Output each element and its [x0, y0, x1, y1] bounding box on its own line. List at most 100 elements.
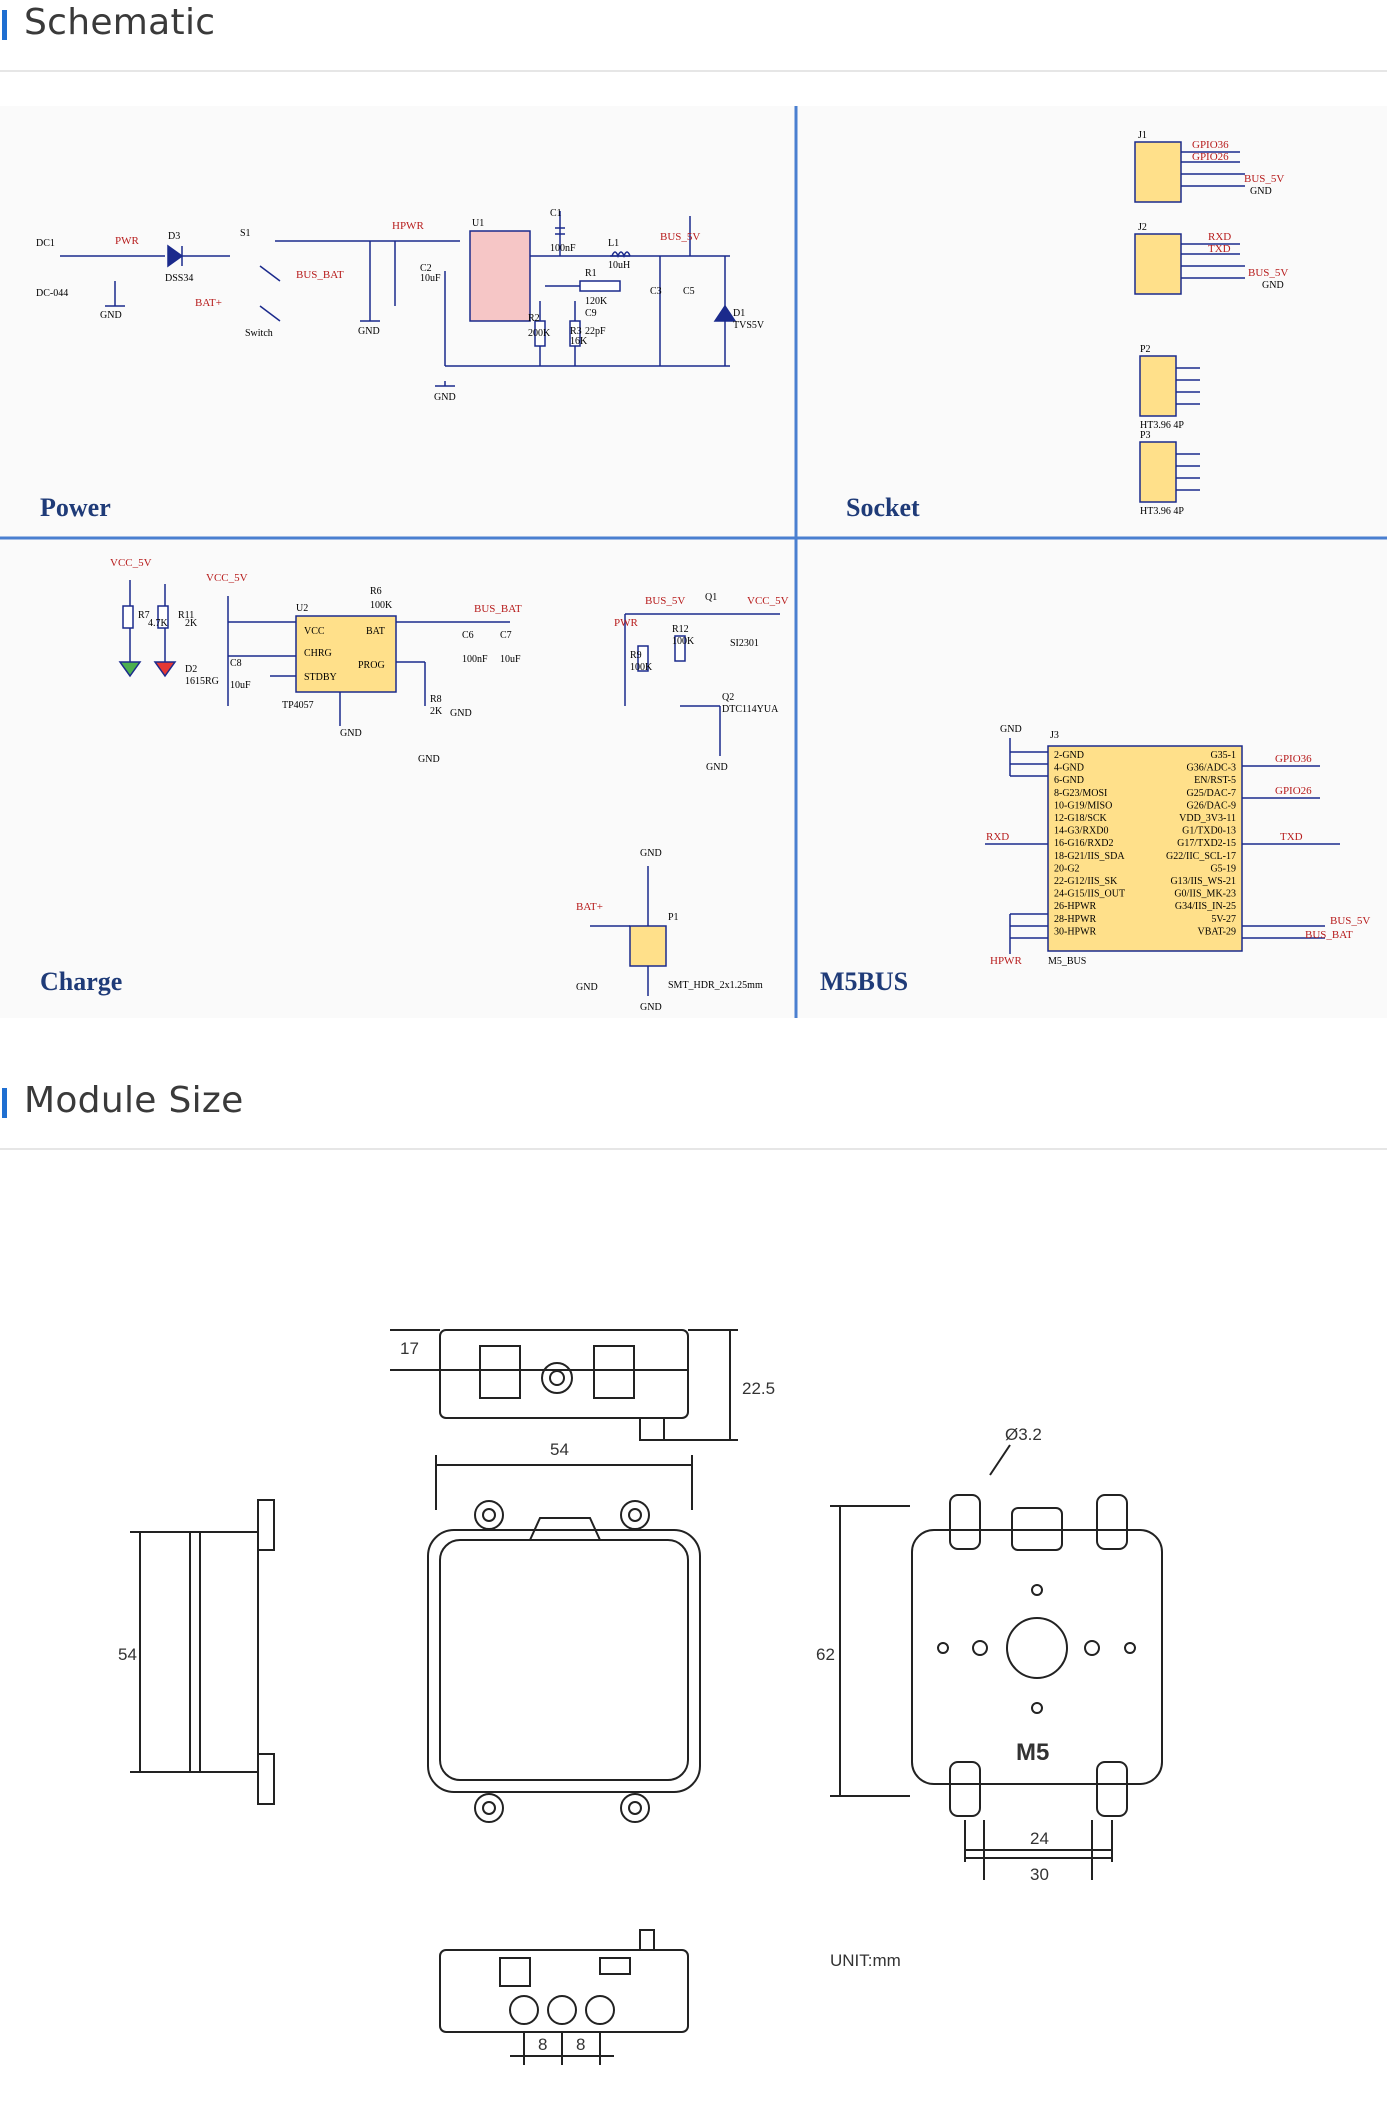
svg-text:100K: 100K — [630, 662, 653, 673]
svg-text:D2: D2 — [185, 664, 197, 675]
dim-hole-dia: Ø3.2 — [1005, 1425, 1042, 1444]
module-size-section-header: Module Size — [0, 1078, 1387, 1150]
m5bus-pin-label: 20-G2 — [1054, 863, 1080, 874]
svg-text:22pF: 22pF — [585, 326, 606, 337]
dim-hole-span-outer: 30 — [1030, 1865, 1049, 1884]
svg-text:SMT_HDR_2x1.25mm: SMT_HDR_2x1.25mm — [668, 980, 763, 991]
svg-text:J2: J2 — [1138, 222, 1147, 233]
svg-text:GND: GND — [1250, 186, 1272, 197]
module-size-drawing: 17 22.5 54 54 62 Ø3.2 24 30 8 8 UNIT:mm … — [118, 1329, 1163, 2065]
m5bus-pin-label: G34/IIS_IN-25 — [1175, 901, 1236, 912]
svg-text:PROG: PROG — [358, 660, 385, 671]
svg-text:VCC_5V: VCC_5V — [110, 557, 152, 569]
svg-text:R12: R12 — [672, 624, 689, 635]
svg-text:R9: R9 — [630, 650, 642, 661]
svg-text:GND: GND — [640, 848, 662, 859]
m5bus-pin-label: G36/ADC-3 — [1187, 763, 1236, 774]
svg-text:SI2301: SI2301 — [730, 638, 759, 649]
dim-bottom-gap-1: 8 — [538, 2035, 547, 2054]
svg-text:Switch: Switch — [245, 328, 273, 339]
svg-text:GND: GND — [434, 392, 456, 403]
charge-labels: VCC_5V VCC_5V R7 4.7K R11 2K D2 1615RG C… — [110, 557, 789, 1013]
svg-text:GND: GND — [418, 754, 440, 765]
m5bus-pin-label: 24-G15/IIS_OUT — [1054, 889, 1125, 900]
power-circuit — [60, 211, 737, 387]
svg-text:U2: U2 — [296, 603, 308, 614]
section-accent-bar — [2, 1088, 7, 1118]
svg-text:BAT: BAT — [366, 626, 385, 637]
svg-text:GPIO36: GPIO36 — [1192, 139, 1229, 151]
svg-text:C5: C5 — [683, 286, 695, 297]
quadrant-label-socket: Socket — [846, 493, 920, 522]
svg-text:1615RG: 1615RG — [185, 676, 219, 687]
m5bus-pin-label: 30-HPWR — [1054, 926, 1097, 937]
dim-hole-span-inner: 24 — [1030, 1829, 1049, 1848]
svg-text:HT3.96 4P: HT3.96 4P — [1140, 420, 1184, 431]
svg-text:C8: C8 — [230, 658, 242, 669]
m5bus-pin-label: 16-G16/RXD2 — [1054, 838, 1113, 849]
svg-text:HT3.96 4P: HT3.96 4P — [1140, 506, 1184, 517]
svg-text:BUS_5V: BUS_5V — [1330, 915, 1370, 927]
svg-text:R8: R8 — [430, 694, 442, 705]
svg-text:GPIO26: GPIO26 — [1275, 785, 1312, 797]
m5bus-pin-label: 10-G19/MISO — [1054, 800, 1112, 811]
svg-text:D1: D1 — [733, 308, 745, 319]
svg-text:R1: R1 — [585, 268, 597, 279]
svg-text:DSS34: DSS34 — [165, 273, 193, 284]
section-divider — [0, 70, 1387, 72]
svg-text:R7: R7 — [138, 610, 150, 621]
m5bus-labels: J3 GND RXD HPWR M5_BUS GPIO36 GPIO26 TXD… — [986, 724, 1370, 967]
svg-text:U1: U1 — [472, 218, 484, 229]
svg-text:GND: GND — [100, 310, 122, 321]
charge-circuit — [118, 580, 780, 996]
m5bus-pin-label: 12-G18/SCK — [1054, 813, 1108, 824]
svg-text:BAT+: BAT+ — [195, 297, 222, 309]
svg-text:DTC114YUA: DTC114YUA — [722, 704, 779, 715]
m5bus-circuit — [985, 738, 1340, 954]
m5bus-pin-label: 8-G23/MOSI — [1054, 788, 1107, 799]
svg-text:R2: R2 — [528, 313, 540, 324]
m5bus-pin-label: 28-HPWR — [1054, 914, 1097, 925]
power-labels: DC1 DC-044 PWR D3 DSS34 S1 Switch BUS_BA… — [36, 208, 765, 403]
dim-back-height: 62 — [816, 1645, 835, 1664]
m5bus-pin-label: 2-GND — [1054, 750, 1084, 761]
svg-text:100nF: 100nF — [462, 654, 488, 665]
svg-text:2K: 2K — [430, 706, 443, 717]
svg-text:10uF: 10uF — [230, 680, 251, 691]
dim-front-width: 54 — [550, 1440, 569, 1459]
section-title: Schematic — [24, 2, 216, 43]
section-title: Module Size — [24, 1080, 244, 1121]
svg-text:STDBY: STDBY — [304, 672, 337, 683]
svg-text:C7: C7 — [500, 630, 512, 641]
dim-side-height: 54 — [118, 1645, 137, 1664]
svg-text:GND: GND — [1262, 280, 1284, 291]
svg-text:100K: 100K — [672, 636, 695, 647]
svg-text:D3: D3 — [168, 231, 180, 242]
svg-text:DC-044: DC-044 — [36, 288, 68, 299]
m5bus-pin-label: G22/IIC_SCL-17 — [1166, 851, 1236, 862]
svg-text:S1: S1 — [240, 228, 251, 239]
svg-text:TXD: TXD — [1208, 243, 1231, 255]
svg-text:PWR: PWR — [614, 617, 639, 629]
svg-text:R11: R11 — [178, 610, 194, 621]
svg-text:BUS_5V: BUS_5V — [645, 595, 685, 607]
svg-text:TP4057: TP4057 — [282, 700, 314, 711]
svg-text:BUS_5V: BUS_5V — [1248, 267, 1288, 279]
dim-top-total: 22.5 — [742, 1379, 775, 1398]
quadrant-label-charge: Charge — [40, 967, 122, 996]
svg-text:100nF: 100nF — [550, 243, 576, 254]
svg-text:GPIO26: GPIO26 — [1192, 151, 1229, 163]
svg-text:120K: 120K — [585, 296, 608, 307]
svg-text:GND: GND — [450, 708, 472, 719]
m5bus-pin-label: 5V-27 — [1211, 914, 1236, 925]
section-accent-bar — [2, 10, 7, 40]
m5bus-pin-label: G25/DAC-7 — [1187, 788, 1236, 799]
svg-text:VCC_5V: VCC_5V — [206, 572, 248, 584]
section-divider — [0, 1148, 1387, 1150]
m5bus-pin-label: G5-19 — [1210, 863, 1236, 874]
schematic-image: DC1 DC-044 PWR D3 DSS34 S1 Switch BUS_BA… — [0, 106, 1387, 1018]
svg-text:BUS_BAT: BUS_BAT — [474, 603, 522, 615]
svg-text:BAT+: BAT+ — [576, 901, 603, 913]
svg-text:P1: P1 — [668, 912, 679, 923]
m5bus-pin-label: 14-G3/RXD0 — [1054, 826, 1108, 837]
